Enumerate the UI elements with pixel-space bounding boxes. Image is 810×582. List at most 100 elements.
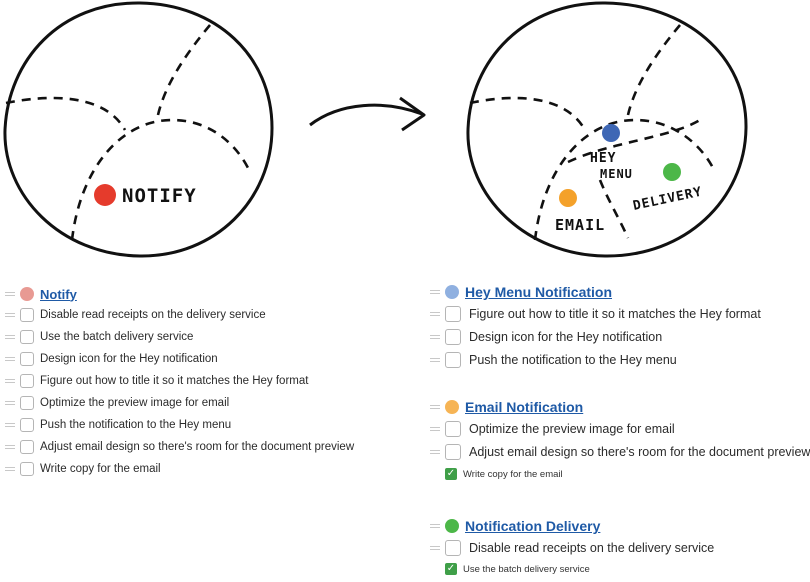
notify-title-link[interactable]: Notify (40, 286, 77, 302)
task-label: Write copy for the email (40, 463, 161, 475)
task-label: Adjust email design so there's room for … (40, 441, 355, 453)
task-label: Push the notification to the Hey menu (40, 419, 232, 431)
drag-handle-icon[interactable] (430, 426, 440, 432)
notify-group: Notify Disable read receipts on the deli… (5, 284, 354, 480)
task-row: Disable read receipts on the delivery se… (5, 304, 354, 326)
scope-diagram: NOTIFY HEY MENU EMAIL DELIVERY (3, 1, 748, 258)
checkmark-icon[interactable]: ✓ (445, 468, 457, 480)
completed-task-label: Write copy for the email (463, 468, 563, 480)
task-label: Design icon for the Hey notification (469, 329, 663, 344)
right-dashed-divider-2 (626, 24, 681, 116)
pie-progress-icon (445, 400, 459, 414)
hey-menu-header: Hey Menu Notification (430, 282, 761, 302)
drag-handle-icon[interactable] (430, 545, 440, 551)
left-dashed-divider-3 (70, 118, 252, 241)
delivery-label: DELIVERY (632, 185, 704, 214)
notify-label: NOTIFY (122, 185, 197, 207)
task-row: Figure out how to title it so it matches… (430, 302, 761, 325)
left-circle-outline (3, 1, 274, 258)
task-checkbox[interactable] (20, 352, 34, 366)
drag-handle-icon[interactable] (5, 444, 15, 450)
task-row: Use the batch delivery service (5, 326, 354, 348)
delivery-title-link[interactable]: Notification Delivery (465, 518, 601, 534)
task-label: Figure out how to title it so it matches… (40, 375, 309, 387)
task-checkbox[interactable] (445, 328, 461, 345)
task-checkbox[interactable] (445, 539, 461, 556)
drag-handle-icon[interactable] (5, 291, 15, 297)
task-row: Design icon for the Hey notification (430, 325, 761, 348)
arrow-head (399, 96, 426, 132)
task-row: Push the notification to the Hey menu (430, 348, 761, 371)
pie-progress-icon (445, 285, 459, 299)
drag-handle-icon[interactable] (5, 378, 15, 384)
hey-menu-group: Hey Menu Notification Figure out how to … (430, 282, 761, 371)
notify-dot (94, 184, 116, 206)
hey-menu-title-link[interactable]: Hey Menu Notification (465, 284, 613, 300)
task-checkbox[interactable] (20, 440, 34, 454)
task-label: Optimize the preview image for email (40, 397, 230, 409)
task-label: Optimize the preview image for email (469, 421, 675, 436)
drag-handle-icon[interactable] (430, 357, 440, 363)
task-row: Disable read receipts on the delivery se… (430, 536, 714, 559)
email-group: Email Notification Optimize the preview … (430, 397, 810, 483)
task-row: Adjust email design so there's room for … (430, 440, 810, 463)
task-row: Push the notification to the Hey menu (5, 414, 354, 436)
task-checkbox[interactable] (445, 305, 461, 322)
right-dashed-divider-4 (567, 118, 701, 164)
delivery-group: Notification Delivery Disable read recei… (430, 516, 714, 578)
hey-label: HEY (590, 151, 616, 166)
drag-handle-icon[interactable] (5, 466, 15, 472)
email-label: EMAIL (555, 216, 605, 234)
left-dashed-divider-2 (156, 24, 211, 116)
task-checkbox[interactable] (20, 418, 34, 432)
task-label: Disable read receipts on the delivery se… (40, 309, 266, 321)
drag-handle-icon[interactable] (430, 334, 440, 340)
pie-progress-icon (20, 287, 34, 301)
delivery-dot (663, 163, 681, 181)
drag-handle-icon[interactable] (430, 449, 440, 455)
notify-header: Notify (5, 284, 354, 304)
right-dashed-divider-5 (598, 179, 630, 239)
task-row: Adjust email design so there's room for … (5, 436, 354, 458)
task-row: Write copy for the email (5, 458, 354, 480)
task-checkbox[interactable] (20, 462, 34, 476)
right-dashed-divider-1 (469, 96, 587, 131)
drag-handle-icon[interactable] (430, 289, 440, 295)
drag-handle-icon[interactable] (5, 422, 15, 428)
drag-handle-icon[interactable] (5, 312, 15, 318)
email-dot (559, 189, 577, 207)
drag-handle-icon[interactable] (430, 523, 440, 529)
task-row: Optimize the preview image for email (430, 417, 810, 440)
task-checkbox[interactable] (445, 443, 461, 460)
right-circle-outline (466, 1, 748, 258)
task-checkbox[interactable] (20, 374, 34, 388)
delivery-header: Notification Delivery (430, 516, 714, 536)
completed-task-row: ✓ Use the batch delivery service (445, 560, 714, 578)
checkmark-icon[interactable]: ✓ (445, 563, 457, 575)
task-label: Push the notification to the Hey menu (469, 352, 677, 367)
email-title-link[interactable]: Email Notification (465, 399, 584, 415)
task-label: Adjust email design so there's room for … (469, 444, 810, 459)
completed-task-label: Use the batch delivery service (463, 563, 590, 575)
drag-handle-icon[interactable] (5, 356, 15, 362)
task-checkbox[interactable] (445, 351, 461, 368)
task-row: Figure out how to title it so it matches… (5, 370, 354, 392)
completed-task-row: ✓ Write copy for the email (445, 465, 810, 483)
task-checkbox[interactable] (20, 396, 34, 410)
task-checkbox[interactable] (20, 330, 34, 344)
left-dashed-divider-1 (5, 96, 127, 131)
pie-progress-icon (445, 519, 459, 533)
drag-handle-icon[interactable] (5, 400, 15, 406)
task-label: Use the batch delivery service (40, 331, 194, 343)
task-label: Design icon for the Hey notification (40, 353, 218, 365)
task-label: Figure out how to title it so it matches… (469, 306, 761, 321)
drag-handle-icon[interactable] (430, 404, 440, 410)
email-header: Email Notification (430, 397, 810, 417)
task-checkbox[interactable] (20, 308, 34, 322)
task-checkbox[interactable] (445, 420, 461, 437)
drag-handle-icon[interactable] (5, 334, 15, 340)
hey-menu-dot (602, 124, 620, 142)
right-dashed-divider-3 (533, 118, 717, 241)
task-row: Optimize the preview image for email (5, 392, 354, 414)
drag-handle-icon[interactable] (430, 311, 440, 317)
